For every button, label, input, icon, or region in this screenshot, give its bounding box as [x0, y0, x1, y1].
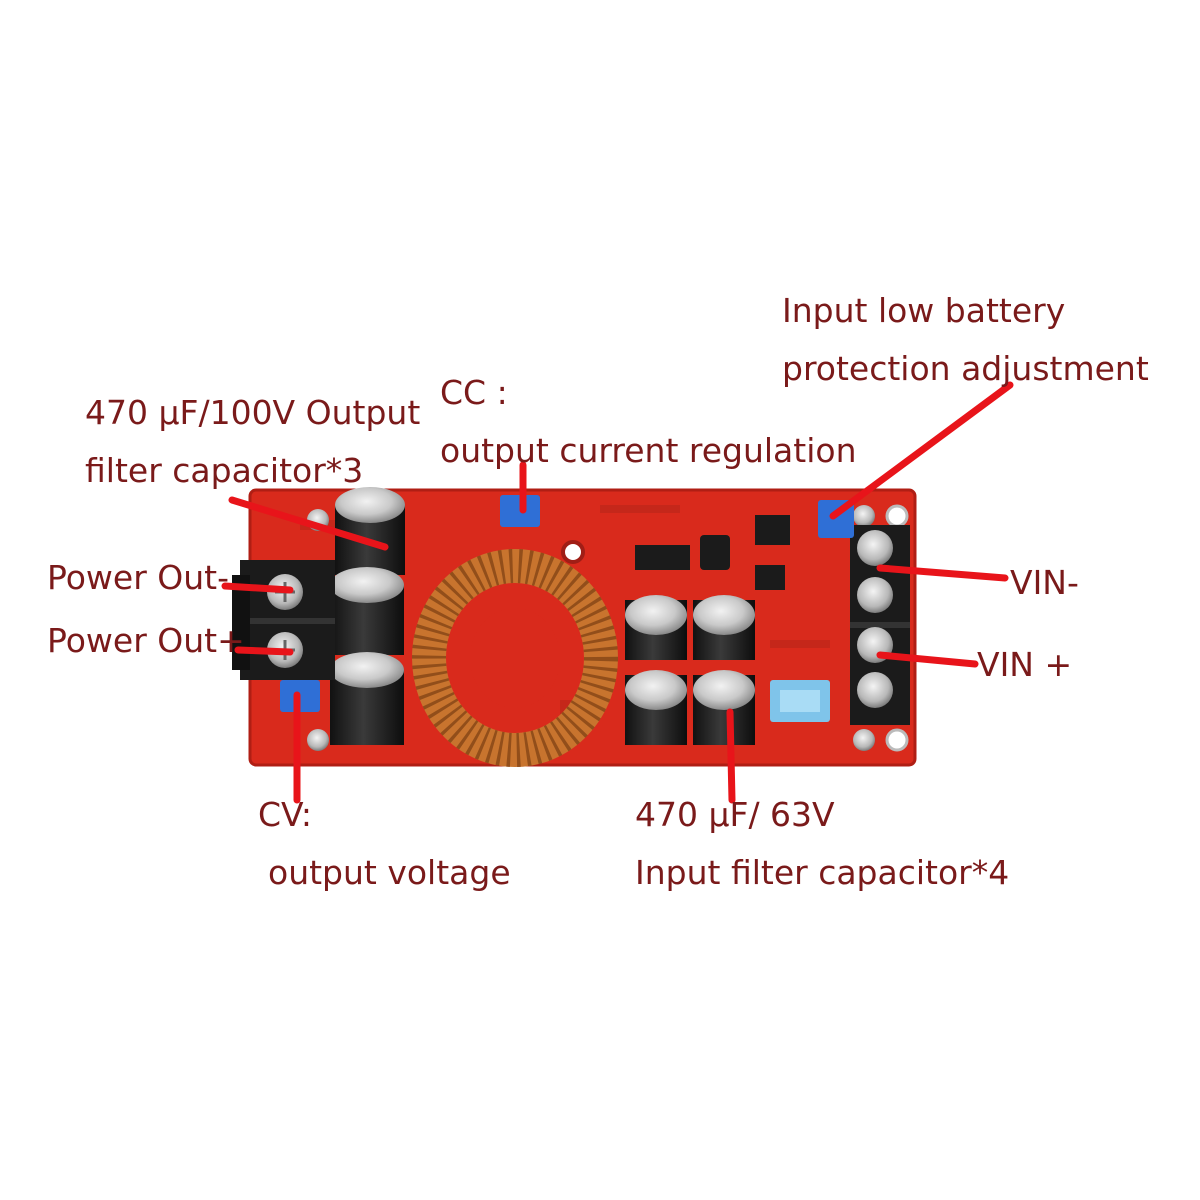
input-capacitor	[625, 670, 687, 745]
pointer-power-out-minus	[221, 582, 294, 594]
pointer-vin-minus	[876, 564, 1009, 582]
ic-chip	[635, 545, 690, 570]
toroid-inductor	[412, 549, 618, 767]
label-power-out-minus: Power Out-	[47, 558, 229, 597]
output-filter-capacitors	[330, 487, 405, 745]
label-output-cap-line2: filter capacitor*3	[85, 451, 364, 490]
pointer-input-cap	[726, 708, 736, 804]
terminal-screw	[857, 577, 893, 613]
label-vin-minus: VIN-	[1010, 563, 1079, 602]
output-capacitor	[330, 567, 404, 655]
label-input-cap-line2: Input filter capacitor*4	[635, 853, 1010, 892]
mounting-holes	[307, 504, 909, 752]
label-cv-line2: output voltage	[268, 853, 511, 892]
output-terminal-block	[232, 560, 335, 680]
ic-chip	[755, 565, 785, 590]
label-output-cap-line1: 470 µF/100V Output	[85, 393, 421, 432]
pointer-lines	[221, 381, 1014, 804]
ic-chip	[755, 515, 790, 545]
input-capacitor	[625, 595, 687, 660]
pointer-vin-plus	[876, 651, 979, 668]
input-filter-capacitors	[625, 595, 755, 745]
small-capacitor	[700, 535, 730, 570]
label-input-low-battery-line1: Input low battery	[782, 291, 1066, 330]
label-cc-line1: CC :	[440, 373, 508, 412]
label-cv-line1: CV:	[258, 795, 313, 834]
input-terminal-block	[850, 525, 910, 725]
label-input-low-battery-line2: protection adjustment	[782, 349, 1149, 388]
pointer-output-cap	[228, 496, 389, 551]
blue-fuse	[770, 680, 830, 722]
terminal-screw	[857, 672, 893, 708]
pointer-input-protection	[829, 381, 1014, 520]
output-capacitor	[330, 652, 404, 745]
label-power-out-plus: Power Out+	[47, 621, 245, 660]
ic-chips	[635, 515, 790, 590]
input-capacitor	[693, 670, 755, 745]
pointer-power-out-plus	[234, 646, 294, 656]
label-cc-line2: output current regulation	[440, 431, 857, 470]
terminal-screw	[857, 530, 893, 566]
label-input-cap-line1: 470 µF/ 63V	[635, 795, 835, 834]
output-capacitor	[335, 487, 405, 575]
label-vin-plus: VIN +	[977, 645, 1073, 684]
input-capacitor	[693, 595, 755, 660]
